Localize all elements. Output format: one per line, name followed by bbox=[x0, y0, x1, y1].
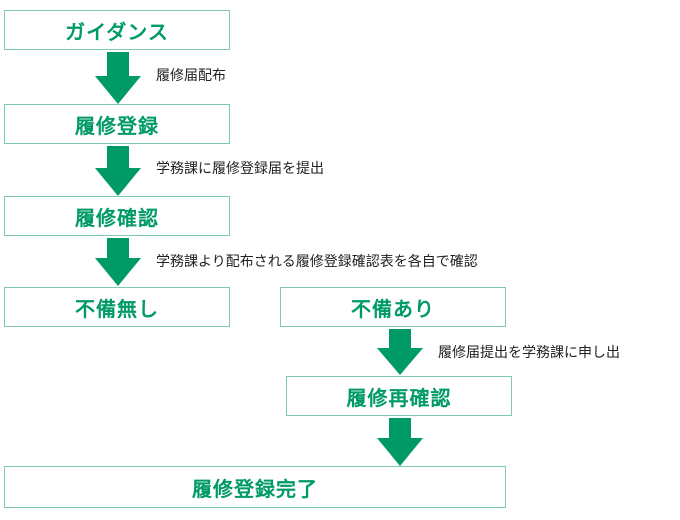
step-registration-label: 履修登録 bbox=[75, 113, 159, 138]
arrow-down-icon bbox=[95, 238, 141, 286]
arrow-down-icon bbox=[377, 418, 423, 466]
step-guidance: ガイダンス bbox=[4, 10, 230, 50]
step-has-issues-label: 不備あり bbox=[351, 296, 435, 321]
step-no-issues-label: 不備無し bbox=[75, 296, 159, 321]
note-self-check: 学務課より配布される履修登録確認表を各自で確認 bbox=[156, 254, 478, 270]
arrow-down-icon bbox=[95, 146, 141, 196]
step-reconfirmation: 履修再確認 bbox=[286, 376, 512, 416]
note-distribute-form: 履修届配布 bbox=[156, 68, 226, 84]
step-reconfirmation-label: 履修再確認 bbox=[346, 385, 452, 410]
arrow-down-icon bbox=[377, 329, 423, 375]
step-completed-label: 履修登録完了 bbox=[192, 476, 318, 501]
step-guidance-label: ガイダンス bbox=[65, 19, 169, 44]
step-has-issues: 不備あり bbox=[280, 287, 506, 327]
arrow-down-icon bbox=[95, 52, 141, 104]
note-submit-form: 学務課に履修登録届を提出 bbox=[156, 161, 324, 177]
step-confirmation-label: 履修確認 bbox=[75, 205, 159, 230]
step-completed: 履修登録完了 bbox=[4, 466, 506, 508]
step-confirmation: 履修確認 bbox=[4, 196, 230, 236]
step-no-issues: 不備無し bbox=[4, 287, 230, 327]
step-registration: 履修登録 bbox=[4, 104, 230, 144]
note-resubmit: 履修届提出を学務課に申し出 bbox=[438, 345, 620, 361]
